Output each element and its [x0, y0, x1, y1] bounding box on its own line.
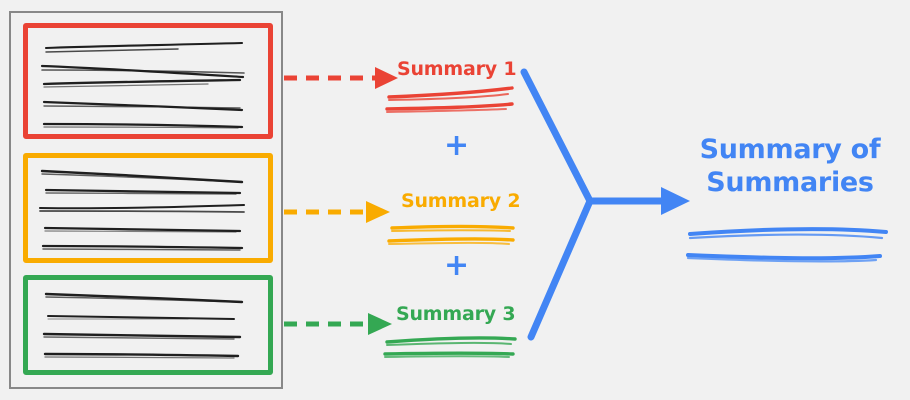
final-output-title: Summary of Summaries: [676, 134, 904, 200]
dashed-arrow-right-icon-red: [284, 67, 398, 89]
summary-label-2: Summary 2: [401, 190, 521, 212]
document-box-red[interactable]: [23, 23, 273, 139]
summary-label-3: Summary 3: [396, 303, 516, 325]
dashed-arrow-right-icon-yellow: [284, 201, 390, 223]
summary-label-1: Summary 1: [397, 58, 517, 80]
document-text-lines-green: [42, 292, 244, 359]
plus-operator-2: +: [444, 248, 470, 283]
final-output-title-line-1: Summary of: [699, 134, 881, 165]
summary-underline-green: [383, 336, 517, 358]
source-documents-container: [9, 11, 283, 389]
final-underline-blue: [686, 227, 888, 263]
merge-arrow: [520, 68, 668, 341]
summary-underline-red: [385, 86, 514, 113]
document-box-yellow[interactable]: [23, 153, 273, 263]
final-output-title-line-2: Summaries: [706, 166, 874, 198]
document-text-lines-red: [40, 41, 245, 129]
document-text-lines-yellow: [38, 169, 246, 251]
document-box-green[interactable]: [23, 275, 273, 375]
dashed-arrow-right-icon-green: [284, 313, 392, 335]
summary-underline-yellow: [387, 224, 515, 245]
plus-operator-1: +: [444, 128, 470, 163]
